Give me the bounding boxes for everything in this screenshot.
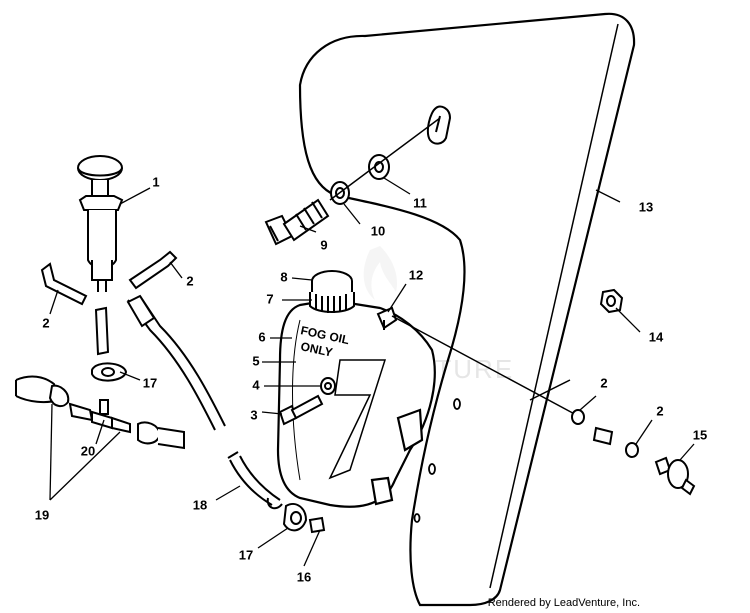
callout-6: 6: [258, 329, 265, 344]
tank-screw: [278, 394, 324, 426]
callout-7: 7: [266, 291, 273, 306]
panel-holes: [413, 398, 461, 523]
bent-pipe-right: [128, 250, 178, 290]
tee-fitting: [68, 399, 131, 434]
vent-fitting: [654, 456, 696, 496]
callout-20: 20: [81, 443, 95, 458]
tank-cap: [309, 270, 355, 313]
callout-12: 12: [409, 267, 423, 282]
panel-edge-line: [529, 379, 571, 401]
callout-19: 19: [35, 507, 49, 522]
callout-2-right-a: 2: [600, 375, 607, 390]
callout-9: 9: [320, 237, 327, 252]
bent-pipe-left: [40, 262, 88, 306]
tank-fitting-bottom: [308, 516, 326, 534]
tank-label-line2: ONLY: [299, 339, 333, 359]
callout-13: 13: [639, 199, 653, 214]
callout-10: 10: [371, 223, 385, 238]
hose-clamp-17-top: [91, 362, 128, 382]
callout-17-top: 17: [143, 375, 157, 390]
callout-1: 1: [152, 174, 159, 189]
grommet-right-a: [571, 409, 585, 425]
assembly-line-hose: [391, 315, 583, 419]
callout-2-pump-left: 2: [42, 315, 49, 330]
bolt: [264, 198, 330, 246]
leader-lines: [49, 177, 695, 567]
callout-11: 11: [413, 195, 427, 210]
tank-washer: [320, 377, 336, 395]
watermark-logo: [363, 246, 398, 300]
callout-16: 16: [297, 569, 311, 584]
nut: [599, 288, 624, 314]
callout-8: 8: [280, 269, 287, 284]
grommet-right-b: [625, 442, 639, 458]
short-tube: [94, 306, 110, 356]
credit-text: Rendered by LeadVenture, Inc.: [487, 597, 640, 609]
hose-clamp-17-bottom: [282, 502, 308, 532]
assembly-line-bolt: [329, 117, 441, 201]
tube-right: [592, 426, 614, 446]
callout-2-right-b: 2: [656, 403, 663, 418]
callout-5: 5: [252, 353, 259, 368]
fuel-line-left: [15, 375, 70, 408]
side-panel: [298, 12, 636, 607]
callout-17-bottom: 17: [239, 547, 253, 562]
oil-pump: [77, 155, 124, 292]
hose-end: [126, 294, 156, 328]
callout-4: 4: [252, 377, 260, 392]
callout-15: 15: [693, 427, 707, 442]
tank-fitting: [376, 306, 398, 330]
callout-14: 14: [649, 329, 664, 344]
oil-hose: [127, 295, 283, 510]
callout-3: 3: [250, 407, 257, 422]
fuel-line-right: [137, 421, 185, 450]
callout-18: 18: [193, 497, 207, 512]
oil-tank: [276, 298, 436, 508]
callout-2-pump-right: 2: [186, 273, 193, 288]
